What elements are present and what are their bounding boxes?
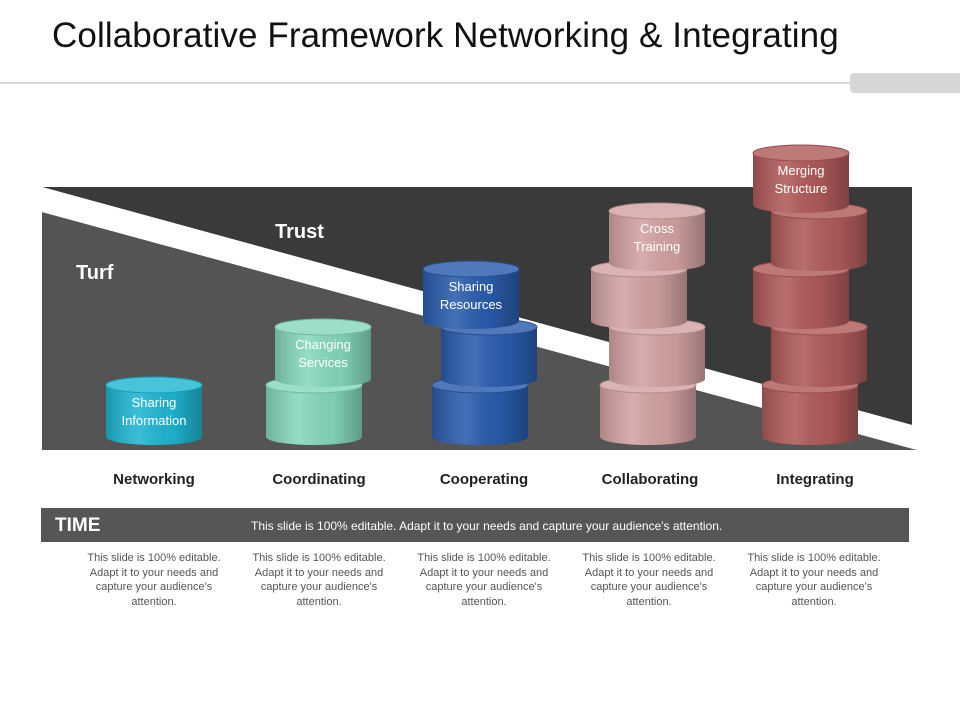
cylinder-stack-integrating xyxy=(752,144,868,445)
cylinder-stack-cooperating xyxy=(422,260,538,445)
cylinder-cooperating-1 xyxy=(431,376,529,445)
stage-desc-coordinating: This slide is 100% editable. Adapt it to… xyxy=(252,552,386,608)
stage-desc-cooperating: This slide is 100% editable. Adapt it to… xyxy=(417,552,551,608)
time-label: TIME xyxy=(55,515,101,536)
cylinder-collaborating-1 xyxy=(599,376,697,445)
cylinder-networking-1 xyxy=(105,376,203,445)
cylinder-cooperating-2 xyxy=(440,318,538,387)
cylinder-stack-coordinating xyxy=(265,318,372,445)
cylinder-collaborating-4 xyxy=(608,202,706,271)
title-divider xyxy=(0,82,960,84)
cylinder-stack-networking xyxy=(105,376,203,445)
title-accent-tab xyxy=(850,73,960,93)
cylinder-stack-collaborating xyxy=(590,202,706,445)
stage-desc-collaborating: This slide is 100% editable. Adapt it to… xyxy=(582,552,716,608)
cylinder-integrating-3 xyxy=(752,260,850,329)
time-bar: TIME This slide is 100% editable. Adapt … xyxy=(41,508,909,542)
stage-label-cooperating: Cooperating xyxy=(439,471,529,488)
cylinder-collaborating-2 xyxy=(608,318,706,387)
trust-label: Trust xyxy=(275,221,324,243)
stage-desc-integrating: This slide is 100% editable. Adapt it to… xyxy=(747,552,881,608)
cylinder-collaborating-3 xyxy=(590,260,688,329)
stage-label-coordinating: Coordinating xyxy=(272,471,366,488)
stage-desc-networking: This slide is 100% editable. Adapt it to… xyxy=(87,552,221,608)
stage-label-integrating: Integrating xyxy=(776,471,854,488)
cylinder-integrating-5 xyxy=(752,144,850,213)
stage-label-networking: Networking xyxy=(113,471,195,488)
cylinder-cooperating-3 xyxy=(422,260,520,329)
cylinder-coordinating-2 xyxy=(274,318,372,387)
cylinder-integrating-1 xyxy=(761,376,859,445)
page-title: Collaborative Framework Networking & Int… xyxy=(52,16,839,55)
cylinder-coordinating-1 xyxy=(265,376,363,445)
cylinder-integrating-4 xyxy=(770,202,868,271)
cylinder-integrating-2 xyxy=(770,318,868,387)
stage-label-collaborating: Collaborating xyxy=(601,471,699,488)
turf-label: Turf xyxy=(76,262,114,284)
time-description: This slide is 100% editable. Adapt it to… xyxy=(251,519,723,533)
